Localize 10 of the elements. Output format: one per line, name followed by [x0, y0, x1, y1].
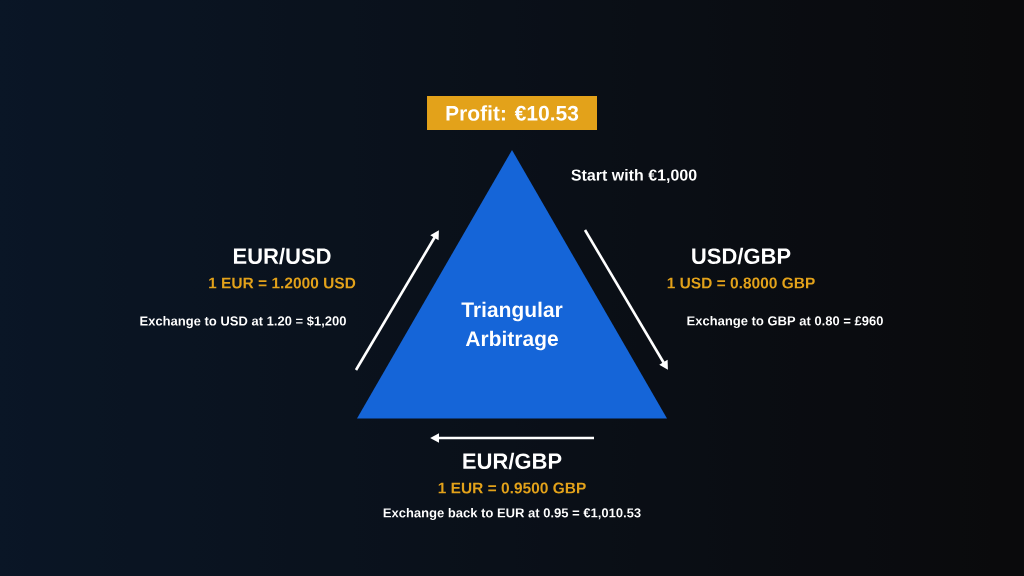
note: Exchange to GBP at 0.80 = £960 — [687, 315, 883, 329]
profit-badge: Profit: €10.53 — [427, 96, 597, 130]
triangle-label: Triangular Arbitrage — [461, 301, 563, 351]
currency-pair: EUR/USD — [233, 247, 331, 265]
currency-pair: EUR/GBP — [463, 452, 562, 470]
exchange-rate: 1 USD = 0.8000 GBP — [667, 277, 815, 289]
note: Exchange back to EUR at 0.95 = €1,010.53 — [383, 507, 641, 521]
note: Start with €1,000 — [571, 168, 697, 184]
exchange-rate: 1 EUR = 0.9500 GBP — [438, 482, 586, 494]
currency-pair: USD/GBP — [692, 247, 791, 265]
